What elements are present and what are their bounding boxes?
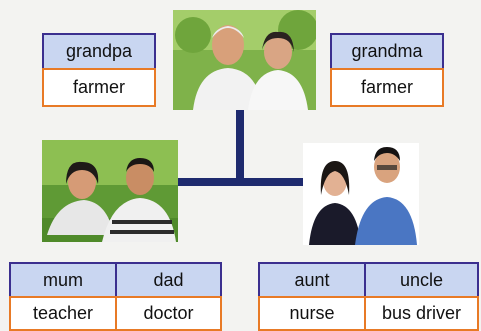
aunt-job-label: nurse	[258, 296, 366, 331]
dad-job-label: doctor	[115, 296, 222, 331]
grandma-card: grandma farmer	[330, 33, 444, 107]
uncle-job-label: bus driver	[364, 296, 479, 331]
mum-job-label: teacher	[9, 296, 117, 331]
dad-role-label: dad	[115, 262, 222, 298]
aunt-role-label: aunt	[258, 262, 366, 298]
grandma-job-label: farmer	[330, 68, 444, 107]
aunt-uncle-photo	[303, 143, 419, 245]
mum-role-label: mum	[9, 262, 117, 298]
parents-card: mum dad teacher doctor	[9, 262, 222, 331]
parents-photo	[42, 140, 178, 242]
tree-line-horizontal	[176, 178, 304, 186]
grandma-role-label: grandma	[330, 33, 444, 70]
grandpa-role-label: grandpa	[42, 33, 156, 70]
uncle-role-label: uncle	[364, 262, 479, 298]
grandpa-job-label: farmer	[42, 68, 156, 107]
aunt-uncle-card: aunt uncle nurse bus driver	[258, 262, 479, 331]
grandparents-photo	[173, 10, 316, 110]
grandpa-card: grandpa farmer	[42, 33, 156, 107]
tree-line-vertical	[236, 108, 244, 186]
